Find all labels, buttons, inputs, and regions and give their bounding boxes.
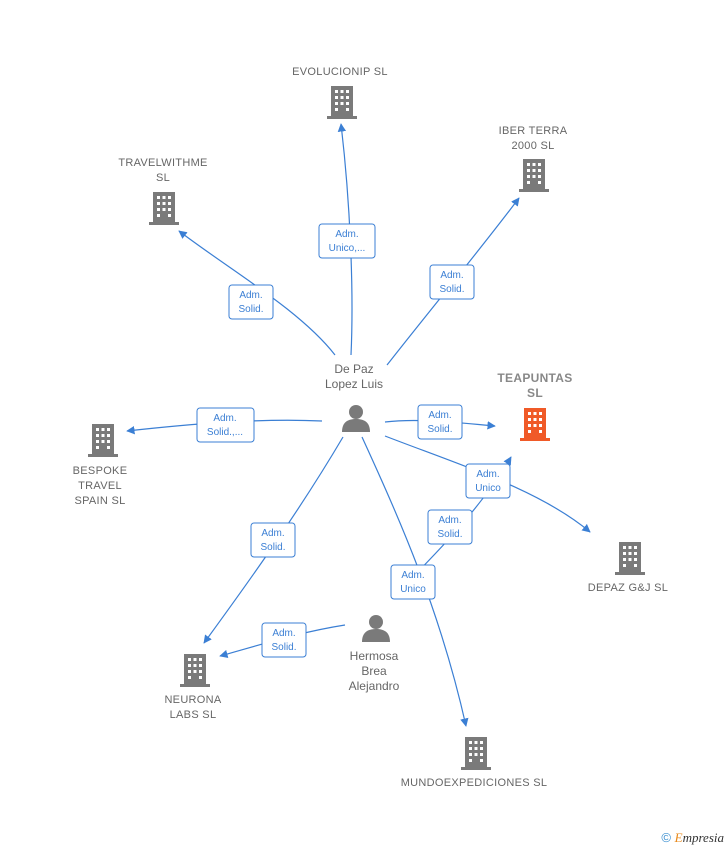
company-label: BESPOKE — [73, 465, 128, 477]
role-label: Adm. — [438, 515, 461, 526]
role-badge-mundo[interactable]: Adm. Unico — [390, 564, 436, 600]
role-badge-hermosa-neurona[interactable]: Adm. Solid. — [261, 622, 307, 658]
company-label: DEPAZ G&J SL — [588, 582, 668, 594]
role-label: Adm. — [272, 628, 295, 639]
company-label: TEAPUNTAS — [497, 371, 572, 385]
role-label: Unico — [475, 483, 501, 494]
footer-brand: © Empresia — [661, 830, 724, 846]
company-label: SPAIN SL — [74, 495, 125, 507]
person-label: De Paz — [334, 362, 373, 376]
role-label: Solid. — [238, 304, 263, 315]
person-icon — [362, 615, 390, 642]
role-label: Adm. — [428, 410, 451, 421]
brand-logo-e: E — [674, 830, 683, 845]
company-mundoexpediciones[interactable]: MUNDOEXPEDICIONES SL — [401, 737, 548, 789]
role-label: Adm. — [476, 469, 499, 480]
role-badge-travelwithme[interactable]: Adm. Solid. — [228, 284, 274, 320]
company-label: EVOLUCIONIP SL — [292, 66, 388, 78]
company-bespoke-travel[interactable]: BESPOKE TRAVEL SPAIN SL — [73, 424, 128, 507]
building-icon — [461, 737, 491, 770]
role-badge-depaz[interactable]: Adm. Unico — [465, 463, 511, 499]
company-depaz-gj[interactable]: DEPAZ G&J SL — [588, 542, 668, 594]
role-badge-bespoke[interactable]: Adm. Solid.,... — [196, 407, 255, 443]
company-label: NEURONA — [164, 694, 221, 706]
copyright-icon: © — [661, 830, 672, 845]
person-label: Lopez Luis — [325, 377, 383, 391]
role-label: Adm. — [440, 270, 463, 281]
person-label: Hermosa — [350, 649, 399, 663]
role-label: Solid. — [437, 529, 462, 540]
role-label: Adm. — [213, 413, 236, 424]
role-badge-hermosa-teapuntas[interactable]: Adm. Solid. — [427, 509, 473, 545]
person-icon — [342, 405, 370, 432]
company-label: TRAVEL — [78, 480, 122, 492]
role-label: Solid. — [260, 542, 285, 553]
building-icon — [88, 424, 118, 457]
brand-name: mpresia — [682, 830, 724, 845]
role-label: Adm. — [261, 528, 284, 539]
company-teapuntas[interactable]: TEAPUNTAS SL — [497, 371, 572, 441]
building-icon — [520, 408, 550, 441]
role-label: Solid. — [427, 424, 452, 435]
company-label: IBER TERRA — [499, 125, 568, 137]
company-label: TRAVELWITHME — [118, 157, 207, 169]
company-iber-terra[interactable]: IBER TERRA 2000 SL — [499, 125, 568, 192]
company-neurona-labs[interactable]: NEURONA LABS SL — [164, 654, 222, 721]
building-icon — [615, 542, 645, 575]
person-label: Alejandro — [349, 679, 400, 693]
role-badge-iber[interactable]: Adm. Solid. — [429, 264, 475, 300]
company-label: LABS SL — [170, 709, 217, 721]
company-label: MUNDOEXPEDICIONES SL — [401, 777, 548, 789]
role-badges: Adm. Unico,... Adm. Solid. Adm. Solid. A… — [196, 223, 511, 658]
person-label: Brea — [361, 664, 387, 678]
role-label: Solid. — [439, 284, 464, 295]
role-label: Adm. — [335, 229, 358, 240]
role-label: Unico — [400, 584, 426, 595]
role-label: Solid.,... — [207, 427, 243, 438]
role-label: Adm. — [401, 570, 424, 581]
role-label: Solid. — [271, 642, 296, 653]
person-de-paz-lopez-luis[interactable]: De Paz Lopez Luis — [325, 362, 383, 432]
building-icon — [180, 654, 210, 687]
company-label: SL — [527, 386, 543, 400]
company-travelwithme[interactable]: TRAVELWITHME SL — [118, 157, 207, 225]
building-icon — [519, 159, 549, 192]
role-badge-neurona-luis[interactable]: Adm. Solid. — [250, 522, 296, 558]
building-icon — [327, 86, 357, 119]
company-label: SL — [156, 172, 170, 184]
building-icon — [149, 192, 179, 225]
company-label: 2000 SL — [511, 140, 554, 152]
person-hermosa-brea-alejandro[interactable]: Hermosa Brea Alejandro — [349, 615, 400, 693]
company-evolucionip[interactable]: EVOLUCIONIP SL — [292, 66, 388, 119]
role-badge-teapuntas[interactable]: Adm. Solid. — [417, 404, 463, 440]
role-badge-evolucionip[interactable]: Adm. Unico,... — [318, 223, 376, 259]
role-label: Unico,... — [329, 243, 366, 254]
role-label: Adm. — [239, 290, 262, 301]
